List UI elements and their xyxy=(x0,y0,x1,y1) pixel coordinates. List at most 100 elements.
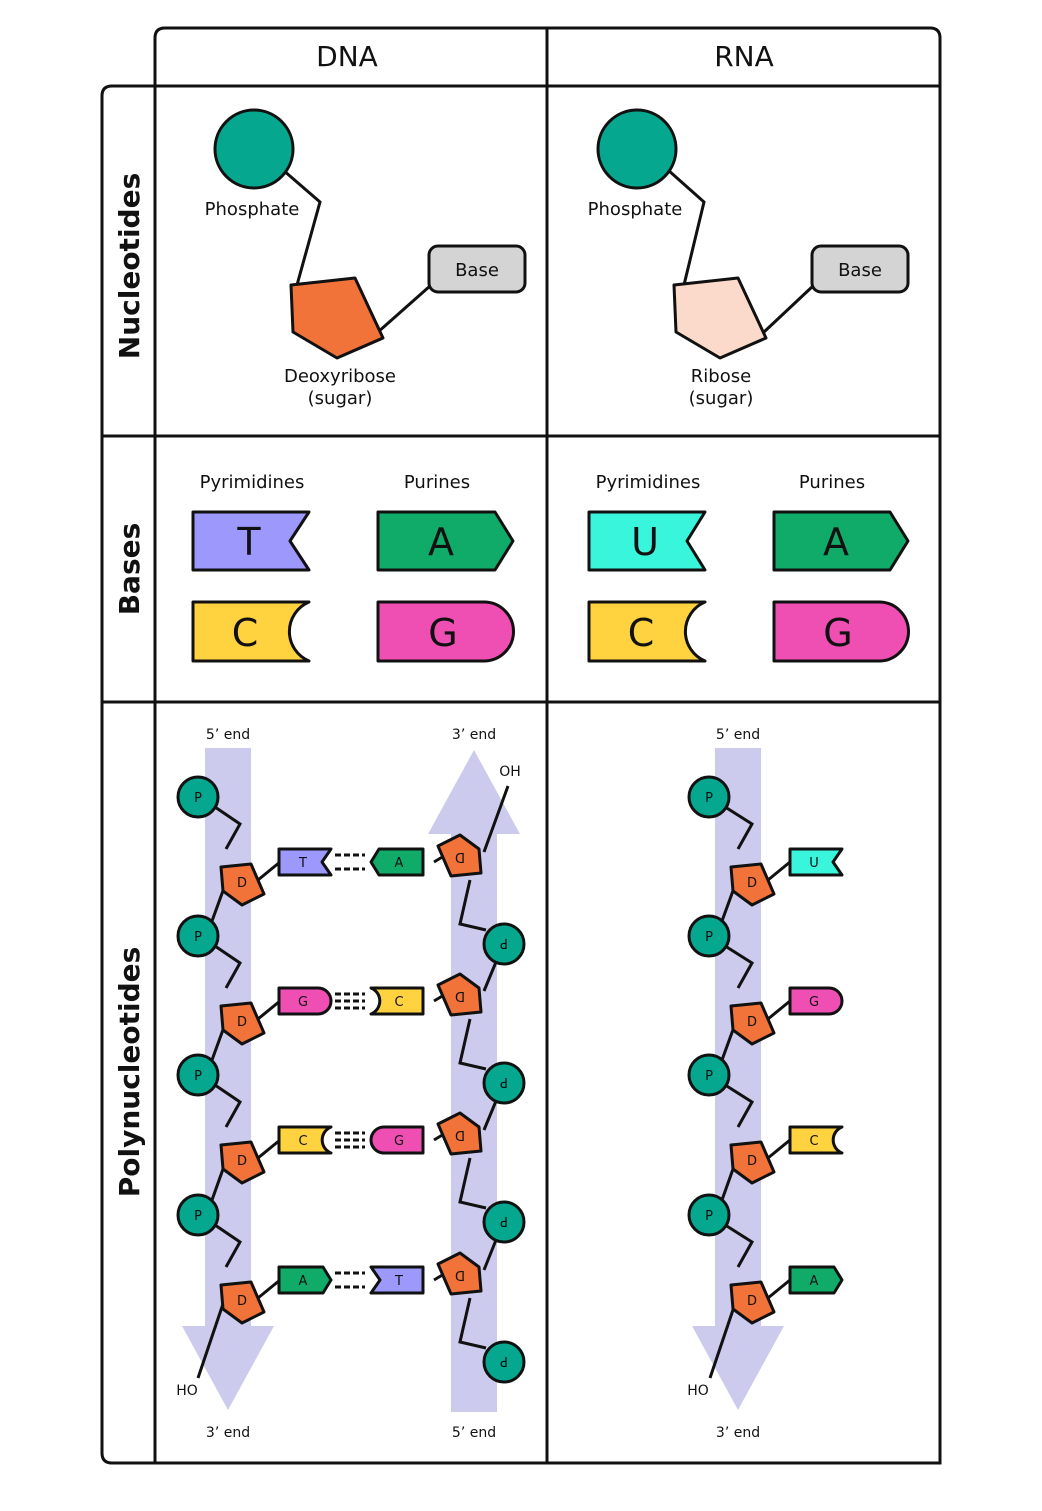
deoxyribose-sugar-icon: D xyxy=(436,833,483,878)
guanine-base-icon: G xyxy=(369,1125,425,1155)
sugar-base-bond xyxy=(257,1278,281,1300)
sugar-base-bond xyxy=(767,1138,791,1160)
base-shape xyxy=(277,986,333,1016)
backbone-bond xyxy=(721,1221,755,1268)
cytosine-base-icon: C xyxy=(788,1125,844,1155)
backbone-bond xyxy=(482,1239,498,1271)
row-label-polynucleotides: Polynucleotides xyxy=(113,947,146,1198)
phosphate-icon: P xyxy=(482,1340,526,1384)
dna-right-strand-top-label: 3’ end xyxy=(452,727,496,743)
sugar-base-bond xyxy=(767,999,791,1021)
phosphate-icon: P xyxy=(482,922,526,966)
backbone-bond xyxy=(458,1297,487,1350)
cytosine-base-icon: C xyxy=(369,986,425,1016)
phosphate-icon: P xyxy=(687,1193,731,1237)
base-shape xyxy=(369,1265,425,1295)
backbone-bond xyxy=(211,942,242,989)
sugar-base-bond xyxy=(762,284,815,334)
purines-label: Purines xyxy=(404,472,470,493)
base-shape xyxy=(277,1265,333,1295)
backbone-bond xyxy=(458,879,487,932)
base-shape xyxy=(788,1265,844,1295)
cytosine-base-icon: C xyxy=(277,1125,333,1155)
ribose-sugar-icon xyxy=(672,276,768,360)
row-label-nucleotides: Nucleotides xyxy=(113,173,146,359)
svg-text:D: D xyxy=(455,1127,465,1142)
row-label-bases: Bases xyxy=(113,523,146,616)
base-letter: A xyxy=(299,1274,308,1289)
phosphate-icon: P xyxy=(176,1053,220,1097)
dna-left-strand-bottom-label: 3’ end xyxy=(206,1425,250,1441)
base-letter: G xyxy=(428,611,457,655)
phosphate-icon: P xyxy=(482,1061,526,1105)
base-letter: G xyxy=(809,995,819,1010)
column-header-rna: RNA xyxy=(714,40,774,73)
phosphate-icon: P xyxy=(176,914,220,958)
svg-text:D: D xyxy=(747,1015,757,1030)
sugar-base-bond xyxy=(257,860,281,882)
guanine-base-icon: G xyxy=(788,986,844,1016)
guanine-base-icon: G xyxy=(277,986,333,1016)
phosphate-label: Phosphate xyxy=(205,199,300,220)
purines-label: Purines xyxy=(799,472,865,493)
sugar-base-bond xyxy=(767,1278,791,1300)
svg-text:P: P xyxy=(705,1069,713,1084)
svg-text:D: D xyxy=(455,1267,465,1282)
row-label-border xyxy=(100,84,155,1465)
svg-text:D: D xyxy=(747,1154,757,1169)
phosphate-label: Phosphate xyxy=(588,199,683,220)
base-label: Base xyxy=(455,260,499,281)
svg-text:P: P xyxy=(705,1209,713,1224)
thymine-base-icon: T xyxy=(277,847,333,877)
base-letter: A xyxy=(823,520,849,564)
dna-left-strand-direction-arrow xyxy=(182,748,274,1410)
base-letter: A xyxy=(810,1274,819,1289)
base-shape xyxy=(369,847,425,877)
base-letter: T xyxy=(394,1274,403,1289)
base-box-icon xyxy=(427,244,527,294)
backbone-bond xyxy=(211,1221,242,1268)
base-letter: C xyxy=(298,1134,307,1149)
backbone-bond xyxy=(458,1018,487,1071)
terminal-bond xyxy=(196,1294,228,1379)
hydrogen-bonds xyxy=(335,1271,365,1289)
base-shape xyxy=(788,986,844,1016)
phosphate-icon: P xyxy=(687,775,731,819)
base-box-icon xyxy=(810,244,910,294)
hydrogen-bonds xyxy=(335,1131,365,1149)
rna-strand-top-label: 5’ end xyxy=(716,727,760,743)
dna-right-terminal-label: OH xyxy=(499,764,521,780)
svg-text:P: P xyxy=(500,935,508,950)
sugar-label: Ribose xyxy=(691,366,751,387)
phosphate-icon: P xyxy=(482,1200,526,1244)
base-letter: T xyxy=(236,520,261,564)
adenine-base-icon xyxy=(772,510,910,572)
base-shape xyxy=(277,1125,333,1155)
phosphate-icon: P xyxy=(687,1053,731,1097)
svg-text:P: P xyxy=(705,930,713,945)
base-letter: A xyxy=(428,520,454,564)
backbone-bond xyxy=(482,961,498,992)
thymine-base-icon: T xyxy=(369,1265,425,1295)
svg-text:P: P xyxy=(500,1213,508,1228)
base-letter: G xyxy=(823,611,852,655)
svg-text:P: P xyxy=(194,930,202,945)
phosphate-sugar-bond xyxy=(667,168,706,286)
deoxyribose-sugar-icon: D xyxy=(436,1111,483,1156)
base-letter: C xyxy=(628,611,655,655)
base-letter: C xyxy=(809,1134,818,1149)
uracil-base-icon xyxy=(587,510,707,572)
deoxyribose-sugar-icon: D xyxy=(436,1251,483,1296)
dna-right-strand-bottom-label: 5’ end xyxy=(452,1425,496,1441)
svg-text:P: P xyxy=(194,791,202,806)
base-shape xyxy=(788,847,844,877)
base-letter: G xyxy=(298,995,308,1010)
svg-text:P: P xyxy=(194,1209,202,1224)
column-header-dna: DNA xyxy=(316,40,378,73)
base-shape xyxy=(788,1125,844,1155)
hydrogen-bonds xyxy=(335,853,365,871)
base-shape xyxy=(369,1125,425,1155)
pyrimidines-label: Pyrimidines xyxy=(200,472,305,493)
